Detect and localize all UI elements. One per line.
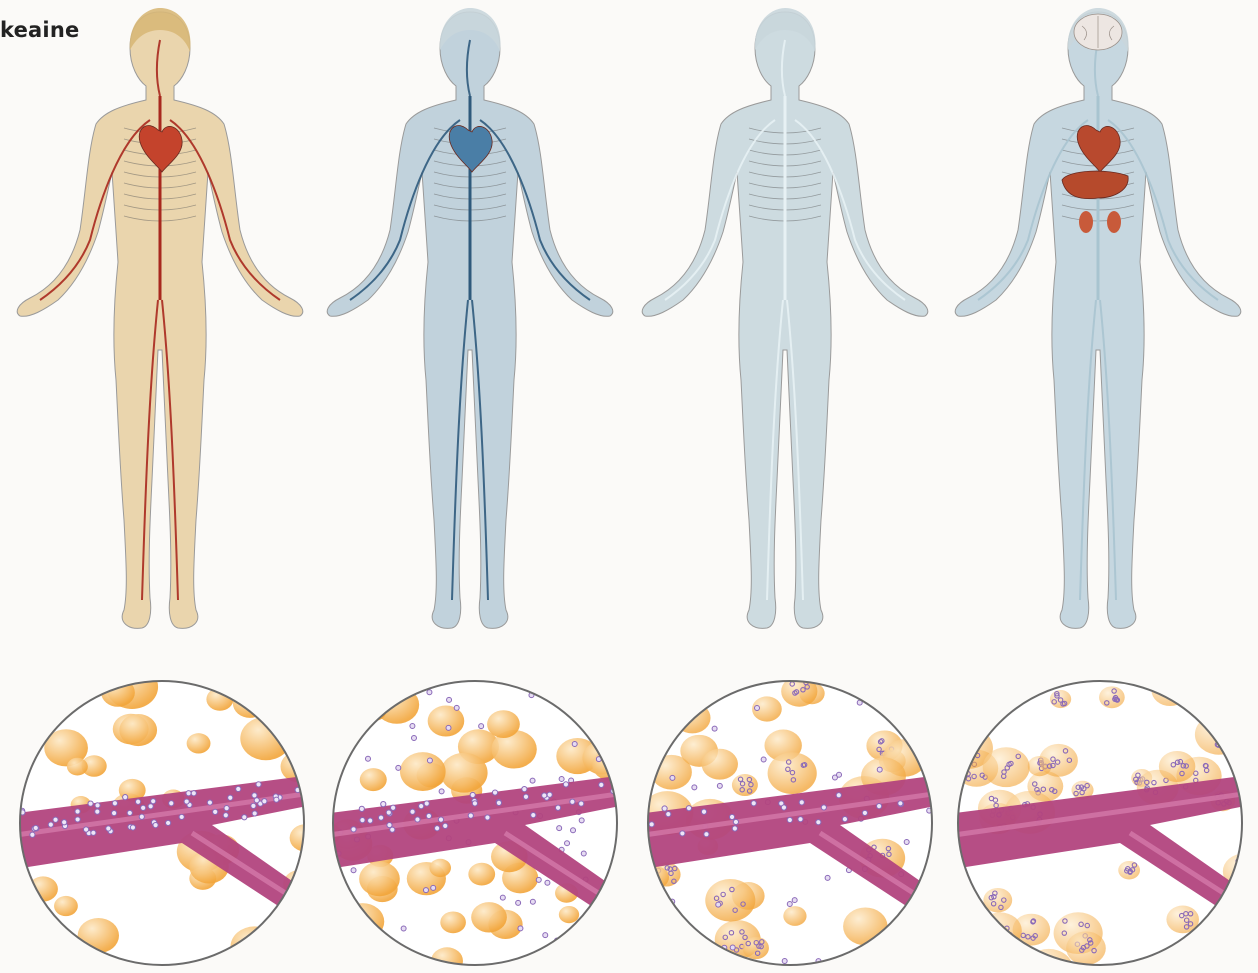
body-figure-organs — [938, 0, 1258, 660]
tissue-inset-2 — [325, 675, 625, 971]
tissue-inset-1 — [12, 675, 312, 971]
tissue-inset-3 — [640, 675, 940, 971]
body-figure-veins — [310, 0, 630, 660]
tissue-inset-4 — [950, 675, 1250, 971]
body-figure-arteries — [0, 0, 320, 660]
body-figure-fading — [625, 0, 945, 660]
